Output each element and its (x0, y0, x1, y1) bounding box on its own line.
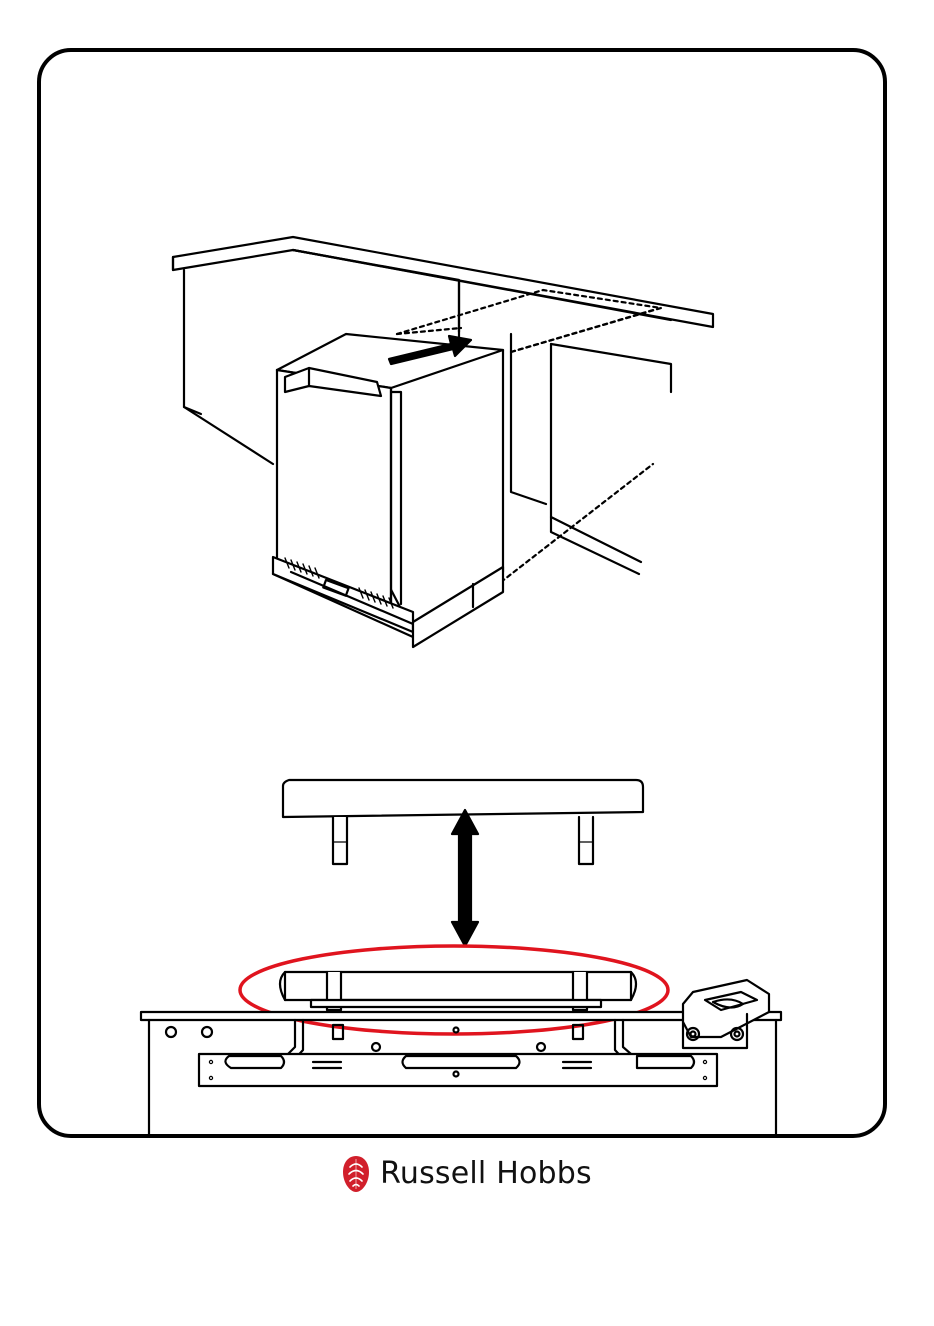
fridge-install-illustration (173, 237, 713, 647)
double-arrow-icon (452, 810, 478, 946)
hinge-part (683, 980, 769, 1048)
bracket-fitting-illustration (141, 780, 781, 1138)
brand-logo: Russell Hobbs (0, 1150, 934, 1198)
russell-hobbs-logo-icon (342, 1155, 370, 1193)
brand-name: Russell Hobbs (380, 1159, 592, 1189)
illustration-canvas (41, 52, 887, 1138)
instruction-frame (37, 48, 887, 1138)
